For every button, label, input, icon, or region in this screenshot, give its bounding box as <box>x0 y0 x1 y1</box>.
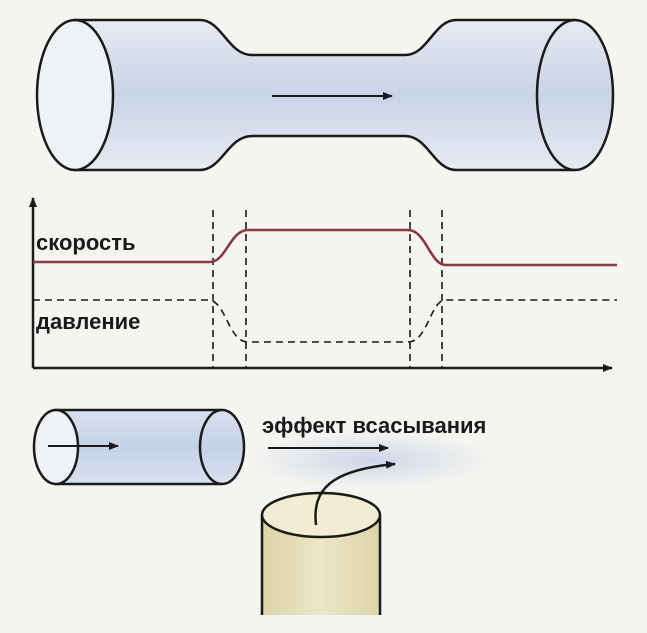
section-guides <box>212 210 443 368</box>
cup-opening <box>260 491 382 539</box>
pressure-curve <box>33 299 617 343</box>
suction-arrow-icon <box>314 460 396 526</box>
venturi-tube <box>35 18 615 172</box>
velocity-curve <box>33 228 617 267</box>
suction-effect-label: эффект всасывания <box>262 413 486 438</box>
cup-body <box>262 515 380 615</box>
velocity-label: скорость <box>36 230 136 255</box>
pressure-label: давление <box>36 309 140 334</box>
small-tube-body <box>54 408 246 486</box>
venturi-right-rim <box>535 18 576 172</box>
small-tube-right-rim <box>198 408 223 486</box>
cup <box>260 491 382 615</box>
suction-illustration: эффект всасывания <box>32 408 490 615</box>
suction-glow <box>250 432 490 488</box>
venturi-left-opening <box>35 18 115 172</box>
graph: скорость давление <box>29 197 617 372</box>
